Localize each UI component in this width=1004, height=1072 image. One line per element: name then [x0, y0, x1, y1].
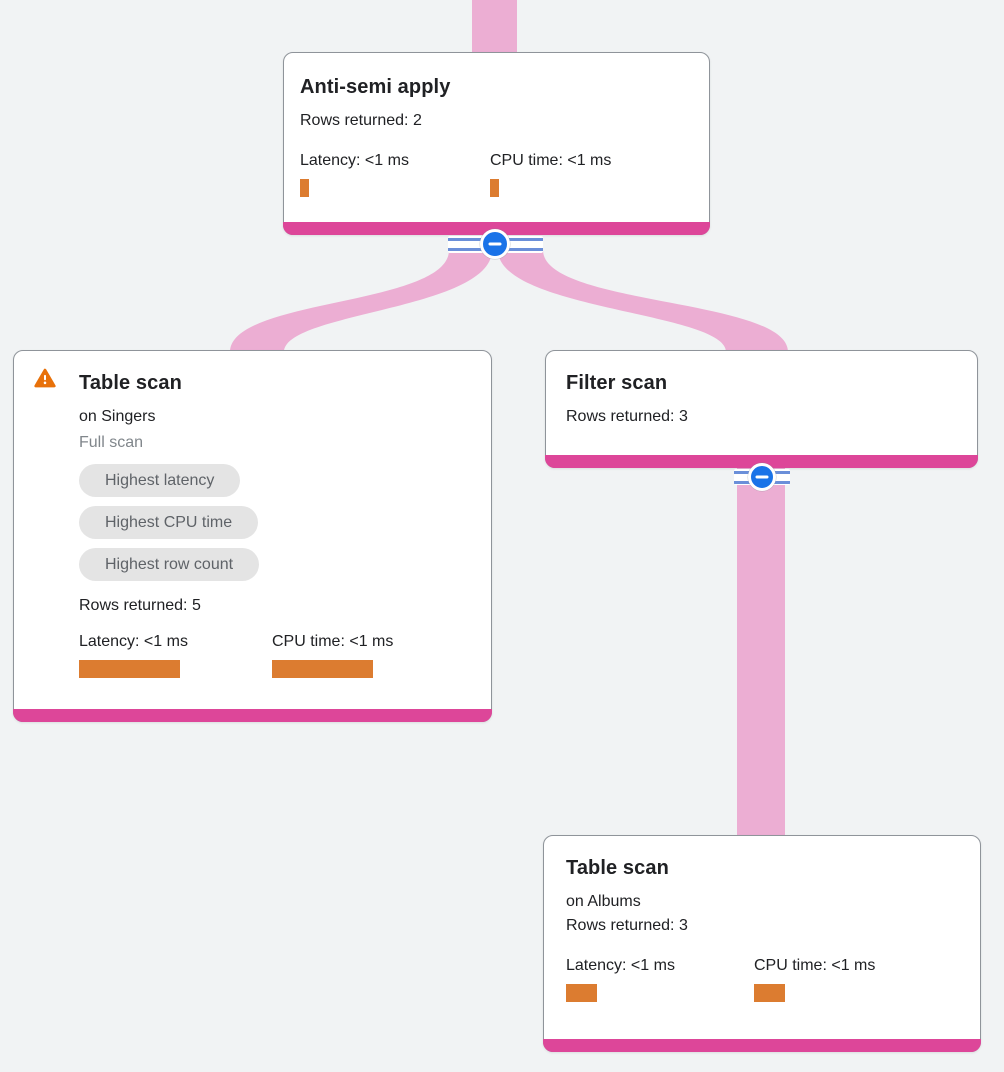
latency-label: Latency: <1 ms [79, 633, 188, 650]
cpu-label: CPU time: <1 ms [754, 957, 876, 974]
rows-returned: Rows returned: 5 [79, 597, 201, 614]
metrics-row: Latency: <1 ms CPU time: <1 ms [79, 630, 471, 678]
latency-metric: Latency: <1 ms [300, 149, 490, 197]
cpu-label: CPU time: <1 ms [272, 633, 394, 650]
plan-node-table-scan-singers[interactable]: Table scan on Singers Full scan Highest … [13, 350, 492, 722]
badge-highest-cpu-time: Highest CPU time [79, 506, 259, 539]
latency-metric: Latency: <1 ms [566, 954, 754, 1002]
badge-highest-row-count: Highest row count [79, 548, 260, 581]
edge-root-to-apply [472, 0, 517, 54]
badge-list: Highest latency Highest CPU time Highest… [79, 464, 471, 590]
plan-node-table-scan-albums[interactable]: Table scan on Albums Rows returned: 3 La… [543, 835, 981, 1052]
cpu-bar [272, 660, 373, 678]
full-scan-note: Full scan [79, 434, 144, 451]
node-title: Anti-semi apply [300, 76, 451, 98]
node-subtitle: on Albums [566, 893, 641, 910]
cpu-metric: CPU time: <1 ms [490, 149, 680, 197]
metrics-row: Latency: <1 ms CPU time: <1 ms [566, 954, 958, 1002]
edge-filter-to-albums [737, 468, 785, 836]
node-flow-bar [13, 709, 492, 722]
node-subtitle: on Singers [79, 408, 156, 425]
cpu-bar [490, 179, 499, 197]
node-title: Table scan [79, 372, 182, 394]
latency-bar [79, 660, 180, 678]
latency-label: Latency: <1 ms [300, 152, 409, 169]
node-flow-bar [543, 1039, 981, 1052]
badge-highest-latency: Highest latency [79, 464, 241, 497]
latency-label: Latency: <1 ms [566, 957, 675, 974]
plan-node-anti-semi-apply[interactable]: Anti-semi apply Rows returned: 2 Latency… [283, 52, 710, 235]
metrics-row: Latency: <1 ms CPU time: <1 ms [300, 149, 689, 197]
rows-returned: Rows returned: 2 [300, 112, 422, 129]
rows-returned: Rows returned: 3 [566, 917, 688, 934]
cpu-metric: CPU time: <1 ms [754, 954, 942, 1002]
cpu-metric: CPU time: <1 ms [272, 630, 465, 678]
edge-apply-to-singers [230, 250, 492, 352]
cpu-bar [754, 984, 785, 1002]
latency-bar [566, 984, 597, 1002]
cpu-label: CPU time: <1 ms [490, 152, 612, 169]
node-flow-bar [545, 455, 978, 468]
warning-icon [34, 368, 56, 388]
latency-bar [300, 179, 309, 197]
node-title: Filter scan [566, 372, 668, 394]
collapse-button-anti-semi-apply[interactable] [480, 229, 510, 259]
node-title: Table scan [566, 857, 669, 879]
rows-returned: Rows returned: 3 [566, 408, 688, 425]
collapse-button-filter-scan[interactable] [748, 463, 776, 491]
plan-node-filter-scan[interactable]: Filter scan Rows returned: 3 [545, 350, 978, 468]
latency-metric: Latency: <1 ms [79, 630, 272, 678]
edge-apply-to-filter [498, 250, 788, 352]
